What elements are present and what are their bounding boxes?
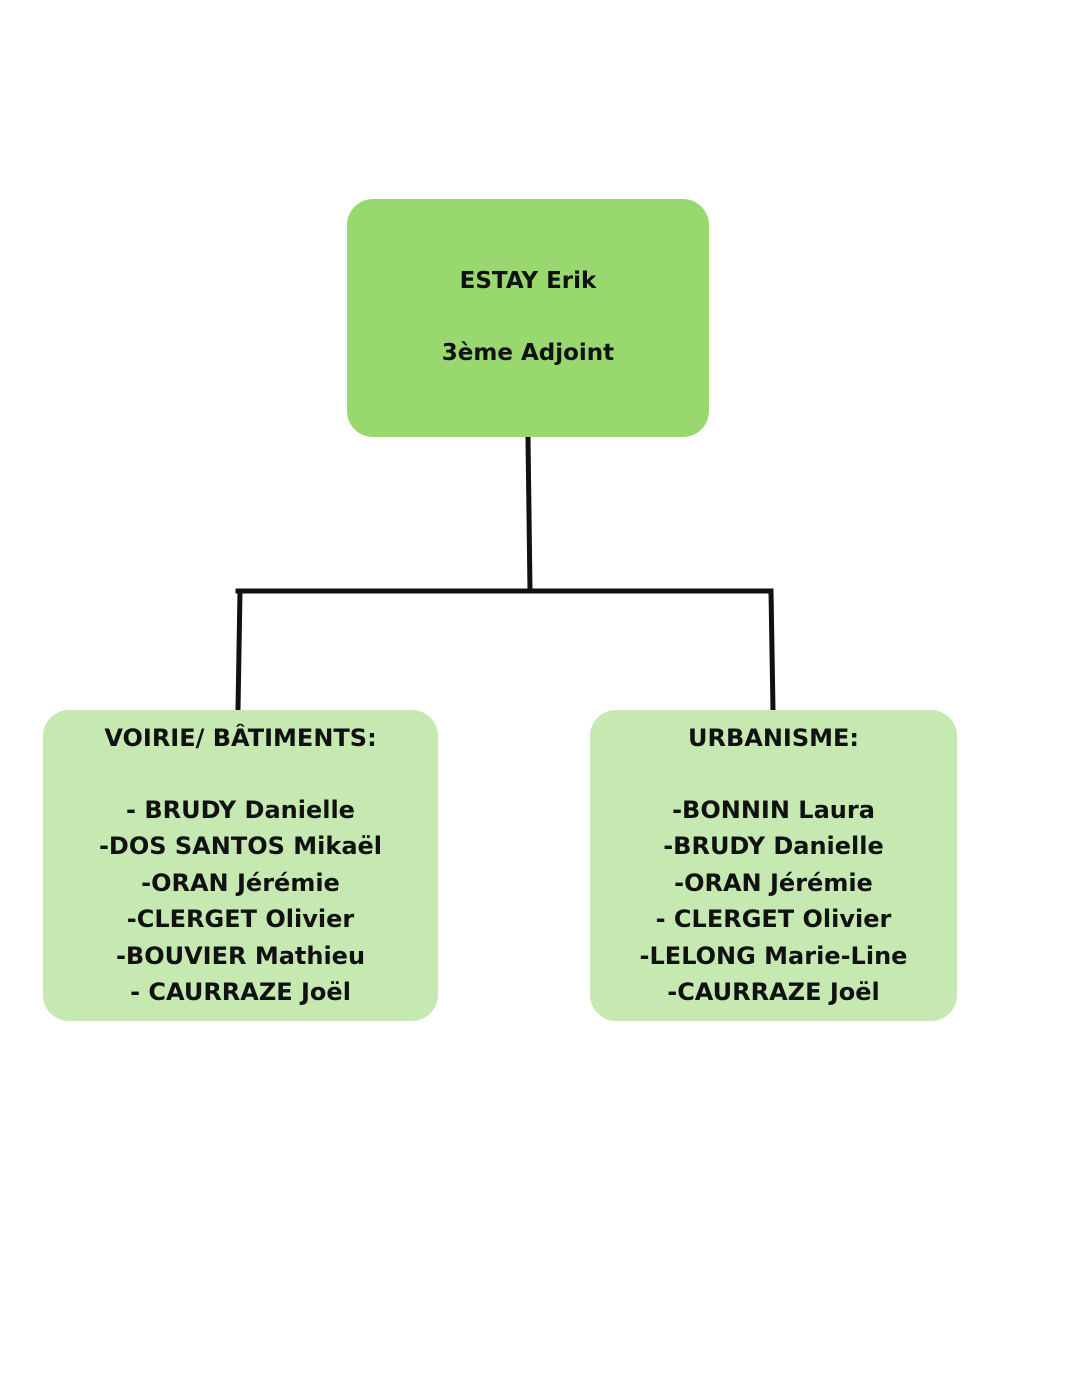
connector-root-stem [525, 434, 533, 594]
child-node-voirie-batiments: VOIRIE/ BÂTIMENTS: - BRUDY Danielle -DOS… [43, 710, 438, 1021]
member-list: -BONNIN Laura -BRUDY Danielle -ORAN Jéré… [590, 792, 957, 1010]
list-item: -CLERGET Olivier [126, 905, 355, 934]
child-node-urbanisme: URBANISME: -BONNIN Laura -BRUDY Danielle… [590, 710, 957, 1021]
connector-left-drop [235, 588, 243, 713]
list-item: -ORAN Jérémie [674, 868, 873, 897]
root-role: 3ème Adjoint [441, 340, 615, 366]
root-node: ESTAY Erik 3ème Adjoint [347, 199, 709, 437]
list-item: -ORAN Jérémie [141, 868, 340, 897]
list-item: -CAURRAZE Joël [667, 978, 880, 1007]
list-item: - CAURRAZE Joël [130, 978, 351, 1007]
list-item: -BOUVIER Mathieu [115, 941, 366, 970]
list-item: -LELONG Marie-Line [639, 941, 908, 970]
list-item: - CLERGET Olivier [655, 905, 892, 934]
list-item: -BRUDY Danielle [663, 832, 884, 861]
root-name: ESTAY Erik [459, 268, 597, 294]
list-item: -BONNIN Laura [672, 796, 875, 824]
list-item: -DOS SANTOS Mikaël [98, 832, 383, 861]
child-title: VOIRIE/ BÂTIMENTS: [104, 724, 377, 752]
member-list: - BRUDY Danielle -DOS SANTOS Mikaël -ORA… [43, 792, 438, 1010]
list-item: - BRUDY Danielle [126, 796, 355, 824]
connector-right-drop [768, 588, 776, 713]
child-title: URBANISME: [687, 724, 859, 752]
